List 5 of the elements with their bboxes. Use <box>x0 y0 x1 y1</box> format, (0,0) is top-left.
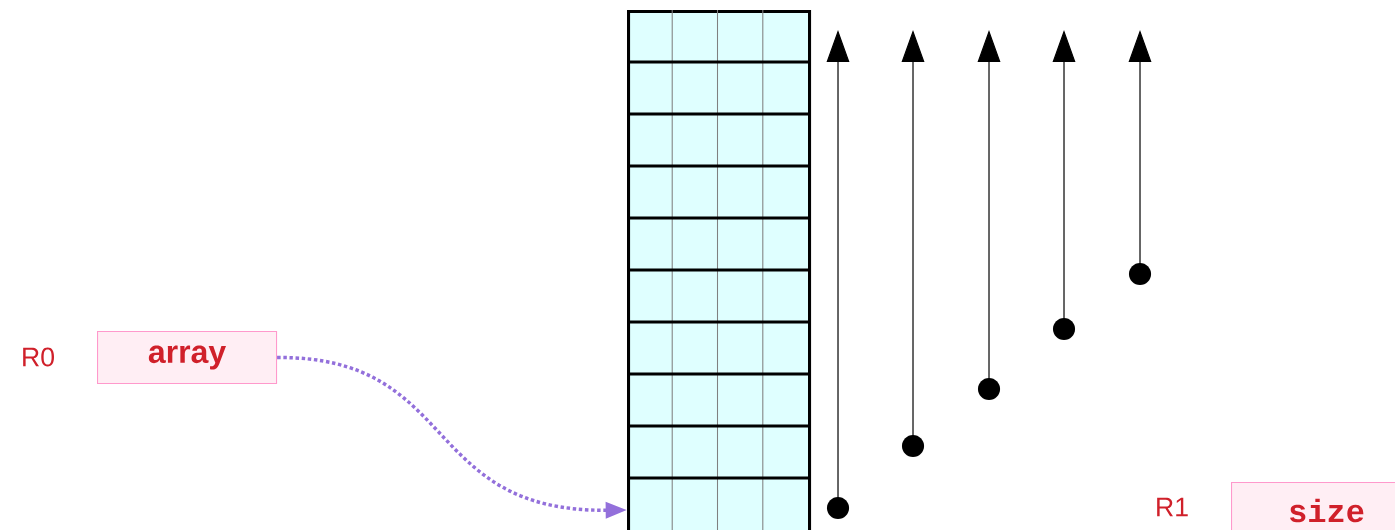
label-box: array <box>97 331 278 385</box>
memory-grid-drawing <box>627 9 812 530</box>
register-label: R1 <box>1157 497 1188 517</box>
label-box: size <box>1231 482 1395 530</box>
register-label: R0 <box>23 347 54 367</box>
